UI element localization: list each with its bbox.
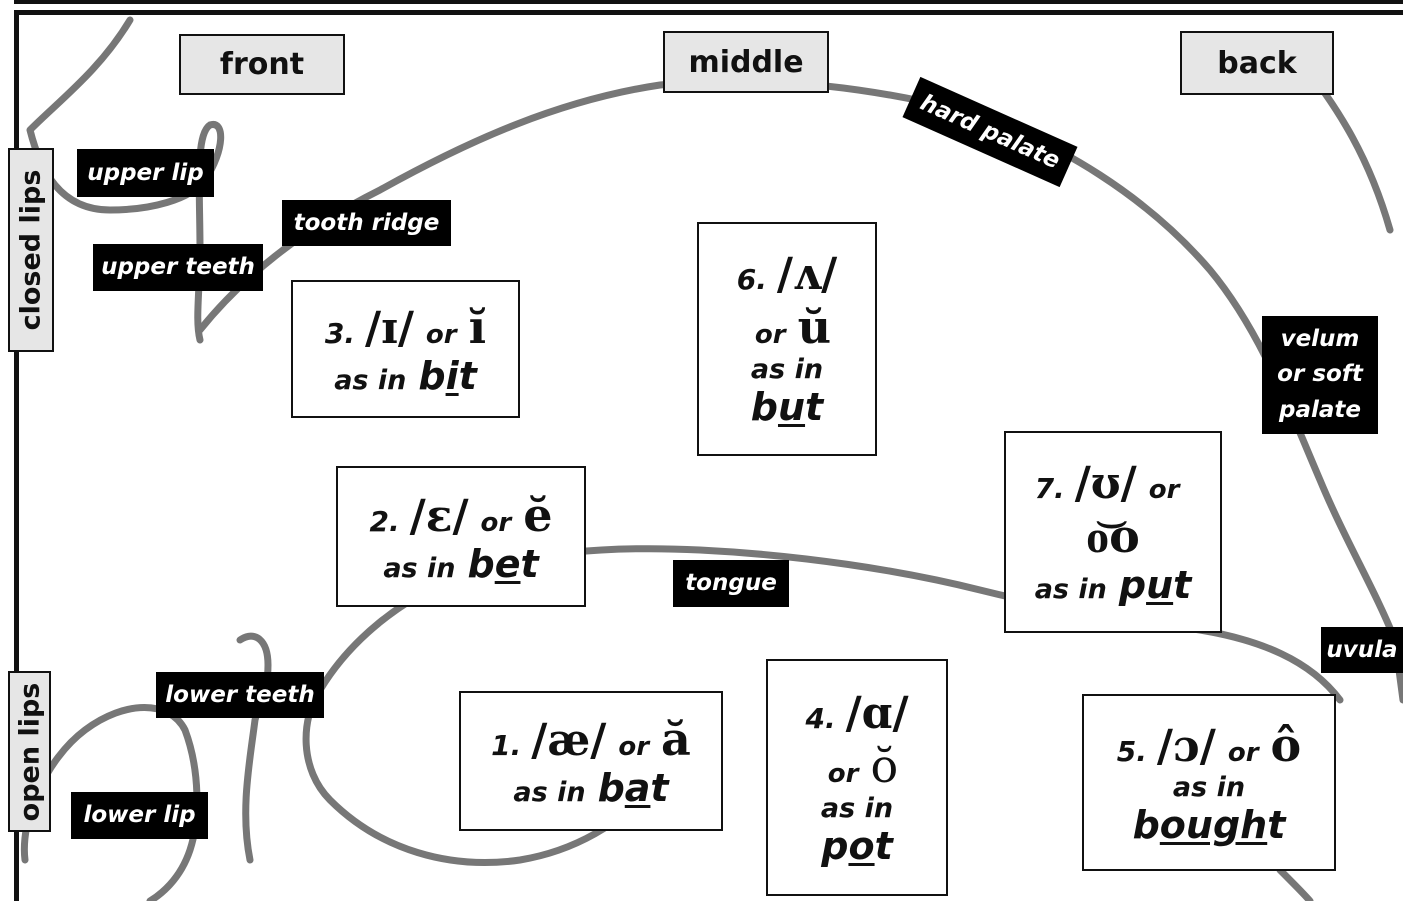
open-lips-tab: open lips bbox=[8, 671, 51, 832]
vowel-3-example-word: bit bbox=[418, 354, 477, 398]
vowel-1-dictionary-symbol: ă bbox=[661, 712, 691, 766]
closed-lips-tab: closed lips bbox=[8, 148, 54, 352]
vowel-5-number: 5. bbox=[1116, 735, 1147, 768]
vowel-2-example-line: as in bet bbox=[383, 542, 538, 586]
vowel-1-box: 1. /æ/ or ă as in bat bbox=[459, 691, 723, 831]
vowel-7-example-line: as in put bbox=[1035, 563, 1192, 607]
top-border bbox=[14, 0, 1403, 4]
vowel-6-box: 6. /ʌ/ or ŭ as in but bbox=[697, 222, 877, 456]
vowel-7-or: or bbox=[1148, 474, 1180, 505]
tooth-ridge-label: tooth ridge bbox=[282, 200, 451, 246]
vowel-3-ipa: /ɪ/ bbox=[365, 303, 414, 354]
vowel-3-or: or bbox=[425, 320, 457, 350]
vowel-2-ipa: /ɛ/ bbox=[409, 490, 469, 542]
vowel-2-dictionary-symbol: ĕ bbox=[523, 487, 553, 542]
upper-lip-label: upper lip bbox=[77, 149, 214, 197]
vowel-5-as-in: as in bbox=[1172, 772, 1246, 803]
vowel-6-example-line: but bbox=[751, 385, 823, 429]
vowel-4-or: or bbox=[827, 758, 859, 789]
vowel-6-symbol-line: or ŭ bbox=[743, 300, 831, 354]
vowel-1-ipa: /æ/ bbox=[531, 715, 607, 766]
vowel-2-or: or bbox=[480, 507, 512, 538]
tongue-label: tongue bbox=[673, 560, 789, 607]
velum-label: velum or soft palate bbox=[1262, 316, 1378, 434]
vowel-4-example-line: pot bbox=[821, 824, 892, 868]
closed-lips-label: closed lips bbox=[15, 169, 47, 331]
vowel-4-as-in-line: as in bbox=[821, 793, 893, 824]
vowel-7-ipa-line: 7. /ʊ/ or bbox=[1035, 458, 1192, 509]
vowel-3-dictionary-symbol: ĭ bbox=[468, 300, 487, 354]
vowel-7-ipa: /ʊ/ bbox=[1074, 457, 1137, 509]
vowel-5-ipa: /ɔ/ bbox=[1156, 721, 1216, 772]
vowel-6-as-in: as in bbox=[750, 354, 824, 385]
vowel-4-symbol-line: or ŏ bbox=[816, 739, 898, 793]
vowel-6-or: or bbox=[754, 320, 786, 350]
vowel-7-as-in: as in bbox=[1034, 573, 1107, 605]
vowel-2-number: 2. bbox=[369, 504, 400, 538]
vowel-2-symbol-line: 2. /ɛ/ or ĕ bbox=[370, 488, 553, 542]
vowel-6-ipa-line: 6. /ʌ/ bbox=[737, 249, 837, 300]
vowel-6-number: 6. bbox=[736, 263, 767, 296]
back-label: back bbox=[1180, 31, 1334, 95]
vowel-5-or: or bbox=[1227, 738, 1259, 768]
uvula-label: uvula bbox=[1321, 627, 1403, 673]
vowel-6-as-in-line: as in bbox=[751, 354, 823, 385]
vowel-5-as-in-line: as in bbox=[1173, 772, 1245, 803]
vowel-6-example-word: but bbox=[750, 385, 824, 429]
top-border-inner bbox=[14, 10, 1403, 15]
vowel-1-number: 1. bbox=[491, 729, 522, 762]
vowel-4-example-word: pot bbox=[821, 823, 893, 868]
vowel-4-box: 4. /ɑ/ or ŏ as in pot bbox=[766, 659, 948, 896]
vowel-7-dictionary-symbol: o͝o bbox=[1086, 508, 1140, 563]
vowel-4-number: 4. bbox=[805, 701, 836, 735]
upper-teeth-label: upper teeth bbox=[93, 244, 263, 291]
vowel-4-dictionary-symbol: ŏ bbox=[870, 738, 899, 793]
left-border bbox=[14, 10, 19, 901]
vowel-5-dictionary-symbol: ô bbox=[1270, 718, 1302, 772]
vowel-2-as-in: as in bbox=[383, 552, 456, 584]
vowel-4-ipa: /ɑ/ bbox=[845, 687, 909, 739]
vowel-3-number: 3. bbox=[324, 317, 356, 350]
vowel-7-symbol-line: o͝o bbox=[1086, 509, 1140, 563]
vowel-1-symbol-line: 1. /æ/ or ă bbox=[491, 712, 691, 766]
vowel-2-box: 2. /ɛ/ or ĕ as in bet bbox=[336, 466, 586, 607]
front-label: front bbox=[179, 34, 345, 95]
vowel-5-symbol-line: 5. /ɔ/ or ô bbox=[1117, 718, 1301, 772]
vowel-7-number: 7. bbox=[1034, 471, 1065, 505]
open-lips-label: open lips bbox=[14, 682, 45, 821]
vowel-1-as-in: as in bbox=[513, 777, 586, 808]
vowel-4-as-in: as in bbox=[820, 792, 894, 824]
vowel-6-ipa: /ʌ/ bbox=[776, 249, 838, 300]
vowel-3-symbol-line: 3. /ɪ/ or ĭ bbox=[325, 300, 486, 354]
vowel-1-example-line: as in bat bbox=[513, 766, 668, 810]
vowel-7-box: 7. /ʊ/ or o͝o as in put bbox=[1004, 431, 1222, 633]
vowel-7-example-word: put bbox=[1118, 562, 1192, 607]
vowel-3-as-in: as in bbox=[334, 365, 407, 396]
vowel-6-dictionary-symbol: ŭ bbox=[797, 300, 832, 354]
lower-lip-label: lower lip bbox=[71, 792, 208, 839]
vowel-3-box: 3. /ɪ/ or ĭ as in bit bbox=[291, 280, 520, 418]
vowel-2-example-word: bet bbox=[467, 541, 539, 586]
vowel-5-example-word: bought bbox=[1132, 803, 1286, 847]
vowel-5-box: 5. /ɔ/ or ô as in bought bbox=[1082, 694, 1336, 871]
vowel-3-example-line: as in bit bbox=[334, 354, 477, 398]
vowel-4-ipa-line: 4. /ɑ/ bbox=[805, 688, 908, 739]
lower-teeth-label: lower teeth bbox=[156, 672, 324, 718]
middle-label: middle bbox=[663, 31, 829, 93]
vowel-1-example-word: bat bbox=[597, 766, 669, 810]
vowel-5-example-line: bought bbox=[1133, 803, 1286, 847]
vowel-1-or: or bbox=[618, 732, 650, 762]
